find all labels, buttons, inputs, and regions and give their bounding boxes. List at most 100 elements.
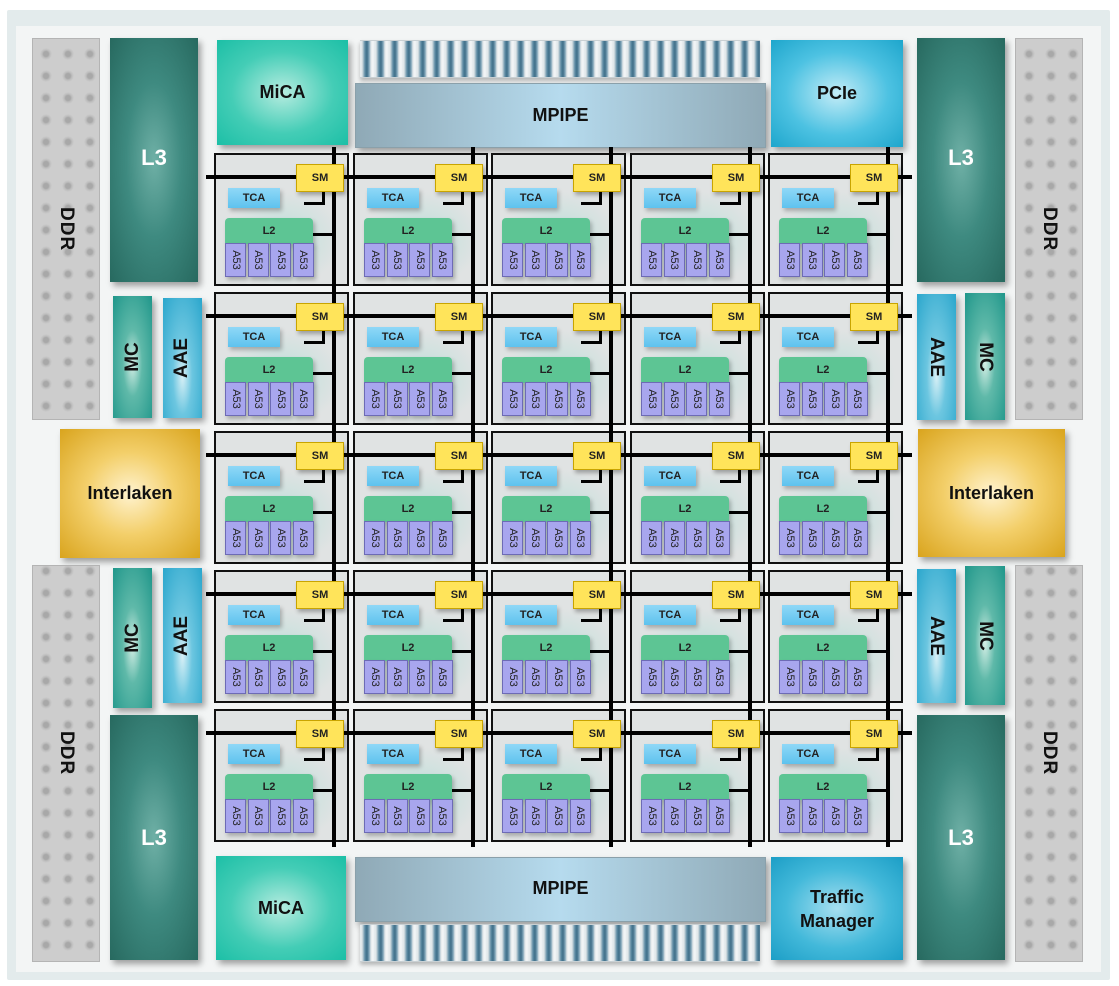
tca-label: TCA xyxy=(242,331,266,343)
mc-label: MC xyxy=(975,620,996,651)
mica-label: MiCA xyxy=(258,897,304,918)
a53-core-label: A53 xyxy=(506,806,519,826)
ddr-block-right-top: DDR xyxy=(1015,38,1083,420)
sm-label: SM xyxy=(311,172,329,184)
tca-label: TCA xyxy=(658,192,682,204)
a53-core: A53 xyxy=(225,799,246,833)
mesh-horizontal-link xyxy=(206,175,912,179)
sm-label: SM xyxy=(865,728,883,740)
tca-label: TCA xyxy=(658,609,682,621)
a53-core: A53 xyxy=(708,521,730,555)
l3-label: L3 xyxy=(948,145,974,170)
wire-sm-tca xyxy=(304,341,325,344)
tca-block: TCA xyxy=(505,188,557,208)
aae-block-right-top: AAE xyxy=(917,294,956,420)
a53-core-label: A53 xyxy=(368,250,381,270)
wire-sm-tca xyxy=(304,202,325,205)
a53-core-label: A53 xyxy=(252,250,265,270)
sm-label: SM xyxy=(311,589,329,601)
l2-cache-block: L2 xyxy=(225,218,313,244)
wire-sm-tca xyxy=(858,758,879,761)
wire-sm-l2 xyxy=(589,511,612,514)
wire-sm-l2 xyxy=(728,650,751,653)
a53-core-label: A53 xyxy=(368,806,381,826)
l2-cache-block: L2 xyxy=(502,635,590,661)
a53-core-label: A53 xyxy=(506,389,519,409)
tca-block: TCA xyxy=(228,744,280,764)
a53-core-label: A53 xyxy=(828,528,841,548)
l2-cache-block: L2 xyxy=(641,635,729,661)
a53-core-label: A53 xyxy=(806,528,819,548)
l2-label: L2 xyxy=(678,225,692,237)
a53-core: A53 xyxy=(547,243,568,277)
sm-switch: SM xyxy=(573,720,621,748)
sm-label: SM xyxy=(311,311,329,323)
sm-switch: SM xyxy=(850,720,898,748)
a53-core: A53 xyxy=(386,799,408,833)
sm-label: SM xyxy=(727,450,745,462)
sm-switch: SM xyxy=(712,720,760,748)
a53-core-label: A53 xyxy=(551,389,564,409)
wire-sm-tca xyxy=(738,191,741,205)
l2-cache-block: L2 xyxy=(779,635,867,661)
mesh-vertical-link xyxy=(471,147,475,847)
a53-core-label: A53 xyxy=(413,250,426,270)
wire-sm-tca xyxy=(738,747,741,761)
a53-core: A53 xyxy=(386,243,408,277)
mc-block-left-top: MC xyxy=(113,296,152,418)
a53-core: A53 xyxy=(364,660,385,694)
a53-core: A53 xyxy=(364,521,385,555)
a53-core-label: A53 xyxy=(668,667,681,687)
a53-core: A53 xyxy=(270,660,291,694)
a53-core-label: A53 xyxy=(828,806,841,826)
wire-sm-tca xyxy=(876,469,879,483)
a53-core: A53 xyxy=(270,521,291,555)
sm-switch: SM xyxy=(573,581,621,609)
l2-label: L2 xyxy=(262,225,276,237)
a53-core: A53 xyxy=(247,243,269,277)
wire-sm-tca xyxy=(461,747,464,761)
a53-core: A53 xyxy=(502,243,523,277)
l2-cache-block: L2 xyxy=(364,357,452,383)
wire-sm-l2 xyxy=(866,650,889,653)
sm-label: SM xyxy=(311,728,329,740)
a53-core-label: A53 xyxy=(529,667,542,687)
a53-core-label: A53 xyxy=(806,806,819,826)
a53-core-label: A53 xyxy=(690,250,703,270)
a53-core: A53 xyxy=(708,660,730,694)
wire-sm-tca xyxy=(876,747,879,761)
a53-core-label: A53 xyxy=(529,250,542,270)
l2-cache-block: L2 xyxy=(641,774,729,800)
a53-core-label: A53 xyxy=(274,667,287,687)
wire-sm-tca xyxy=(876,608,879,622)
a53-core-label: A53 xyxy=(297,806,310,826)
ddr-block-right-bottom: DDR xyxy=(1015,565,1083,962)
l2-cache-block: L2 xyxy=(225,496,313,522)
sm-label: SM xyxy=(727,728,745,740)
a53-core: A53 xyxy=(824,382,845,416)
a53-core-label: A53 xyxy=(783,528,796,548)
a53-core: A53 xyxy=(431,243,453,277)
wire-sm-tca xyxy=(876,191,879,205)
a53-core: A53 xyxy=(502,660,523,694)
sm-label: SM xyxy=(450,450,468,462)
a53-core-label: A53 xyxy=(645,528,658,548)
a53-core: A53 xyxy=(292,521,314,555)
a53-core: A53 xyxy=(824,660,845,694)
sm-switch: SM xyxy=(435,581,483,609)
sm-switch: SM xyxy=(573,164,621,192)
tca-label: TCA xyxy=(796,609,820,621)
l2-cache-block: L2 xyxy=(641,357,729,383)
a53-core-label: A53 xyxy=(229,667,242,687)
l2-cache-block: L2 xyxy=(502,496,590,522)
wire-sm-tca xyxy=(581,758,602,761)
sm-switch: SM xyxy=(712,164,760,192)
tca-label: TCA xyxy=(242,748,266,760)
a53-core-label: A53 xyxy=(274,250,287,270)
sm-switch: SM xyxy=(435,442,483,470)
sm-label: SM xyxy=(450,589,468,601)
a53-core: A53 xyxy=(641,243,662,277)
a53-core: A53 xyxy=(247,521,269,555)
sm-switch: SM xyxy=(712,303,760,331)
sm-label: SM xyxy=(727,172,745,184)
